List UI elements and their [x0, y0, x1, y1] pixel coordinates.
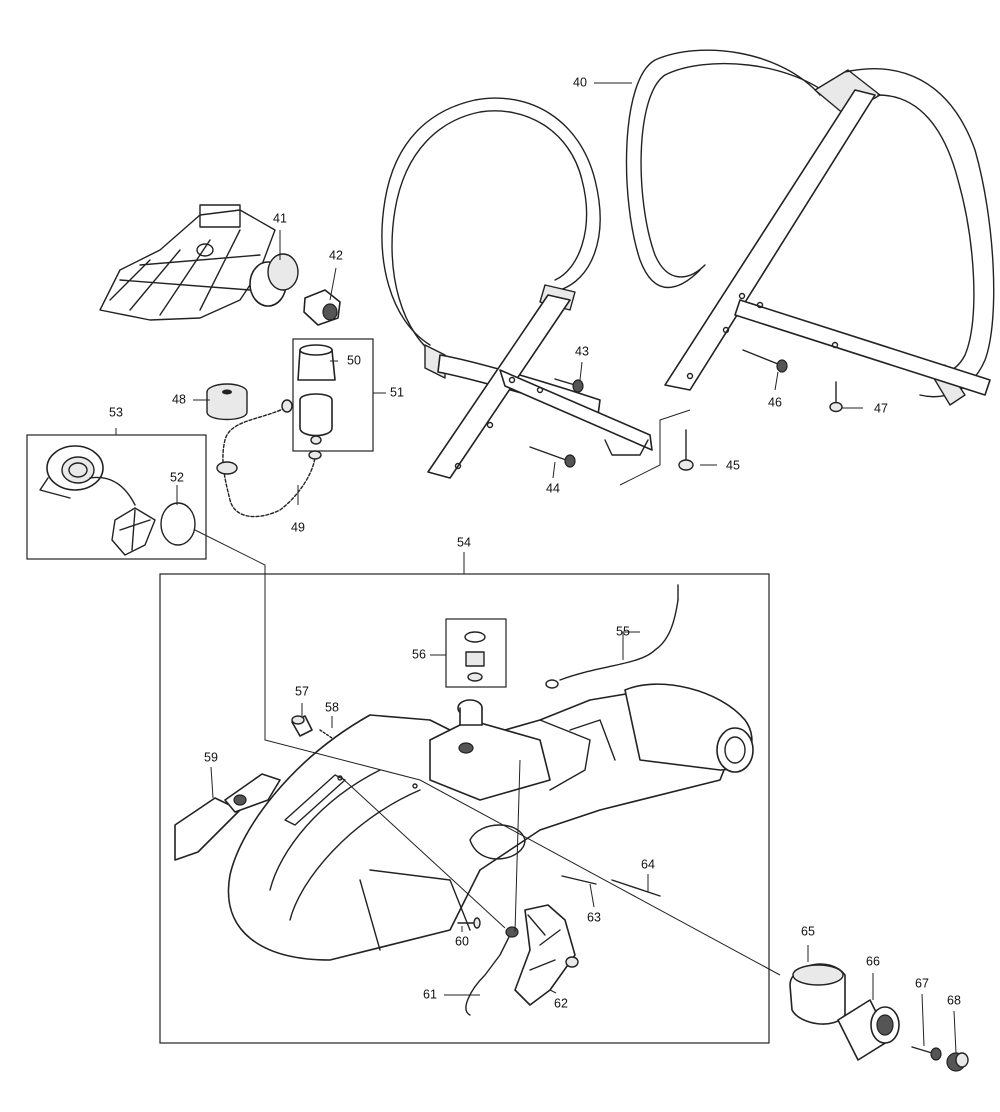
part-66-drawing — [837, 999, 900, 1061]
cap-68-drawing — [946, 1052, 969, 1072]
label-54: 54 — [457, 535, 471, 549]
leader-lines — [115, 82, 957, 1054]
label-62: 62 — [554, 996, 568, 1010]
label-45: 45 — [726, 458, 740, 472]
kit-56-box — [445, 618, 507, 688]
screw-67-drawing — [911, 1046, 942, 1061]
assembly-51-box — [292, 338, 374, 452]
part-labels: 40 41 42 43 44 45 46 47 48 49 50 51 52 5… — [109, 75, 961, 1010]
label-42: 42 — [329, 248, 343, 262]
screw-60-drawing — [457, 917, 481, 929]
part-59-drawing — [174, 773, 281, 861]
label-43: 43 — [575, 344, 589, 358]
engine-block-sketch — [99, 204, 276, 321]
front-handle-bar-drawing — [625, 49, 995, 406]
screw-46-drawing — [742, 349, 788, 373]
screw-47-drawing — [829, 381, 843, 413]
label-58: 58 — [325, 700, 339, 714]
label-65: 65 — [801, 924, 815, 938]
label-60: 60 — [455, 934, 469, 948]
ring-52-drawing — [160, 502, 196, 546]
part-65-drawing — [789, 963, 846, 1025]
label-55: 55 — [616, 624, 630, 638]
label-49: 49 — [291, 520, 305, 534]
lever-62-drawing — [514, 904, 579, 1006]
pin-63-drawing — [561, 875, 597, 885]
spring-61-drawing — [465, 926, 519, 1016]
assembly-51-drawing — [299, 393, 333, 445]
label-44: 44 — [546, 481, 560, 495]
hose-49-drawing — [216, 399, 322, 518]
label-53: 53 — [109, 405, 123, 419]
label-56: 56 — [412, 647, 426, 661]
part-41-drawing — [249, 253, 299, 307]
pin-64-drawing — [611, 879, 661, 897]
label-41: 41 — [273, 211, 287, 225]
label-50: 50 — [347, 353, 361, 367]
screw-45-drawing — [678, 429, 694, 471]
label-61: 61 — [423, 987, 437, 1001]
kit-56-drawing — [464, 631, 486, 682]
label-67: 67 — [915, 976, 929, 990]
label-57: 57 — [295, 684, 309, 698]
label-51: 51 — [390, 385, 404, 399]
cable-55-drawing — [545, 584, 679, 689]
screw-44-drawing — [529, 446, 576, 468]
label-66: 66 — [866, 954, 880, 968]
cap-53-drawing — [39, 445, 156, 556]
housing-54-drawing — [227, 683, 754, 961]
label-64: 64 — [641, 857, 655, 871]
screw-43-drawing — [554, 378, 584, 393]
label-46: 46 — [768, 395, 782, 409]
label-52: 52 — [170, 470, 184, 484]
part-57-drawing — [291, 715, 313, 737]
label-48: 48 — [172, 392, 186, 406]
label-63: 63 — [587, 910, 601, 924]
label-59: 59 — [204, 750, 218, 764]
label-68: 68 — [947, 993, 961, 1007]
side-handle-bar-drawing — [381, 97, 691, 486]
label-40: 40 — [573, 75, 587, 89]
part-50-drawing — [297, 344, 336, 381]
label-47: 47 — [874, 401, 888, 415]
filter-48-drawing — [206, 383, 248, 421]
part-42-drawing — [303, 289, 341, 326]
